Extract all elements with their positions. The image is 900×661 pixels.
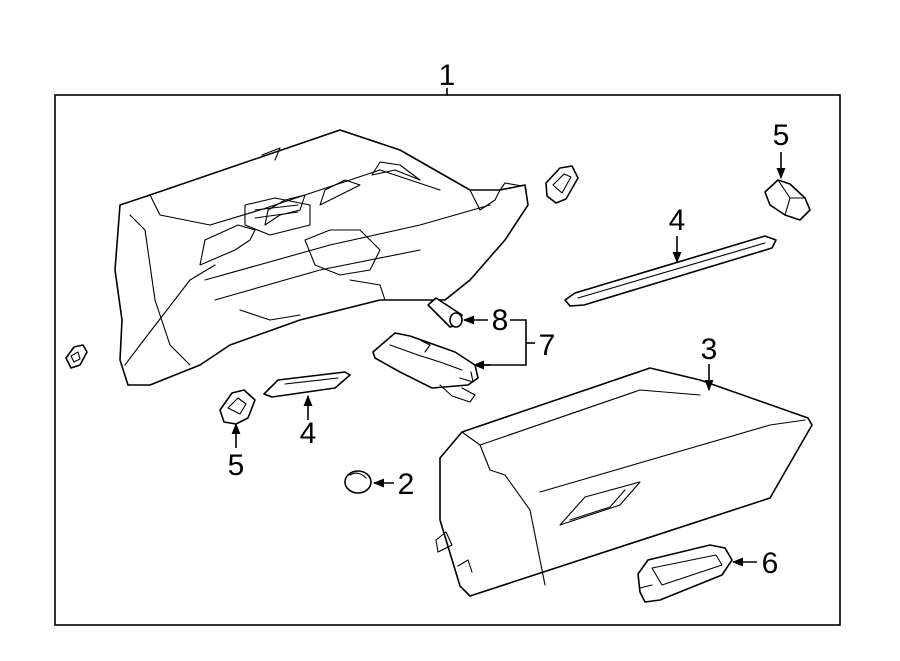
latch-handle-part-6	[637, 544, 733, 603]
bumper-part-2	[344, 470, 372, 494]
callout-label-2: 2	[398, 468, 415, 501]
trim-piece-part-4-left	[263, 371, 351, 398]
callout-label-4-left: 4	[300, 417, 317, 450]
bumper-cap-top	[545, 165, 579, 204]
clip-part-5-left	[219, 389, 256, 425]
callout-label-8: 8	[492, 304, 509, 337]
callout-label-7: 7	[539, 329, 556, 362]
damper-part-8	[427, 297, 463, 328]
latch-assembly-part-7	[372, 332, 479, 403]
callout-label-6: 6	[762, 547, 779, 580]
small-clip-left-edge	[65, 344, 88, 369]
callout-label-5-right: 5	[773, 119, 790, 152]
glove-box-door-part-3	[435, 367, 813, 597]
glove-box-housing	[114, 129, 529, 386]
trim-strip-part-4-right	[564, 235, 777, 307]
callout-label-4-right: 4	[669, 204, 686, 237]
bracket-clip-part-5-right	[764, 179, 811, 221]
callout-label-1: 1	[439, 59, 456, 92]
callout-label-3: 3	[701, 333, 718, 366]
callout-label-5-left: 5	[228, 449, 245, 482]
